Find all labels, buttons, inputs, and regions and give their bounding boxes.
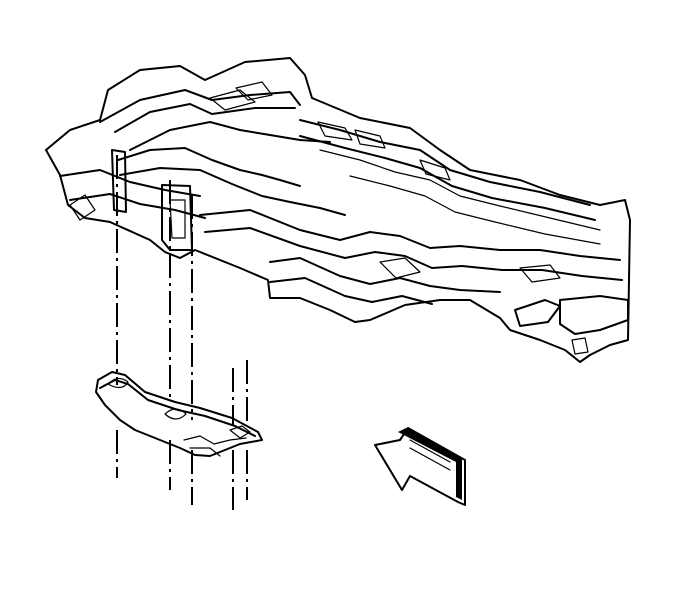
crossmember-brace bbox=[95, 371, 263, 457]
fastener-center-lines bbox=[116, 155, 248, 510]
underbody-floor-pan bbox=[45, 57, 631, 363]
direction-arrow bbox=[374, 427, 466, 506]
